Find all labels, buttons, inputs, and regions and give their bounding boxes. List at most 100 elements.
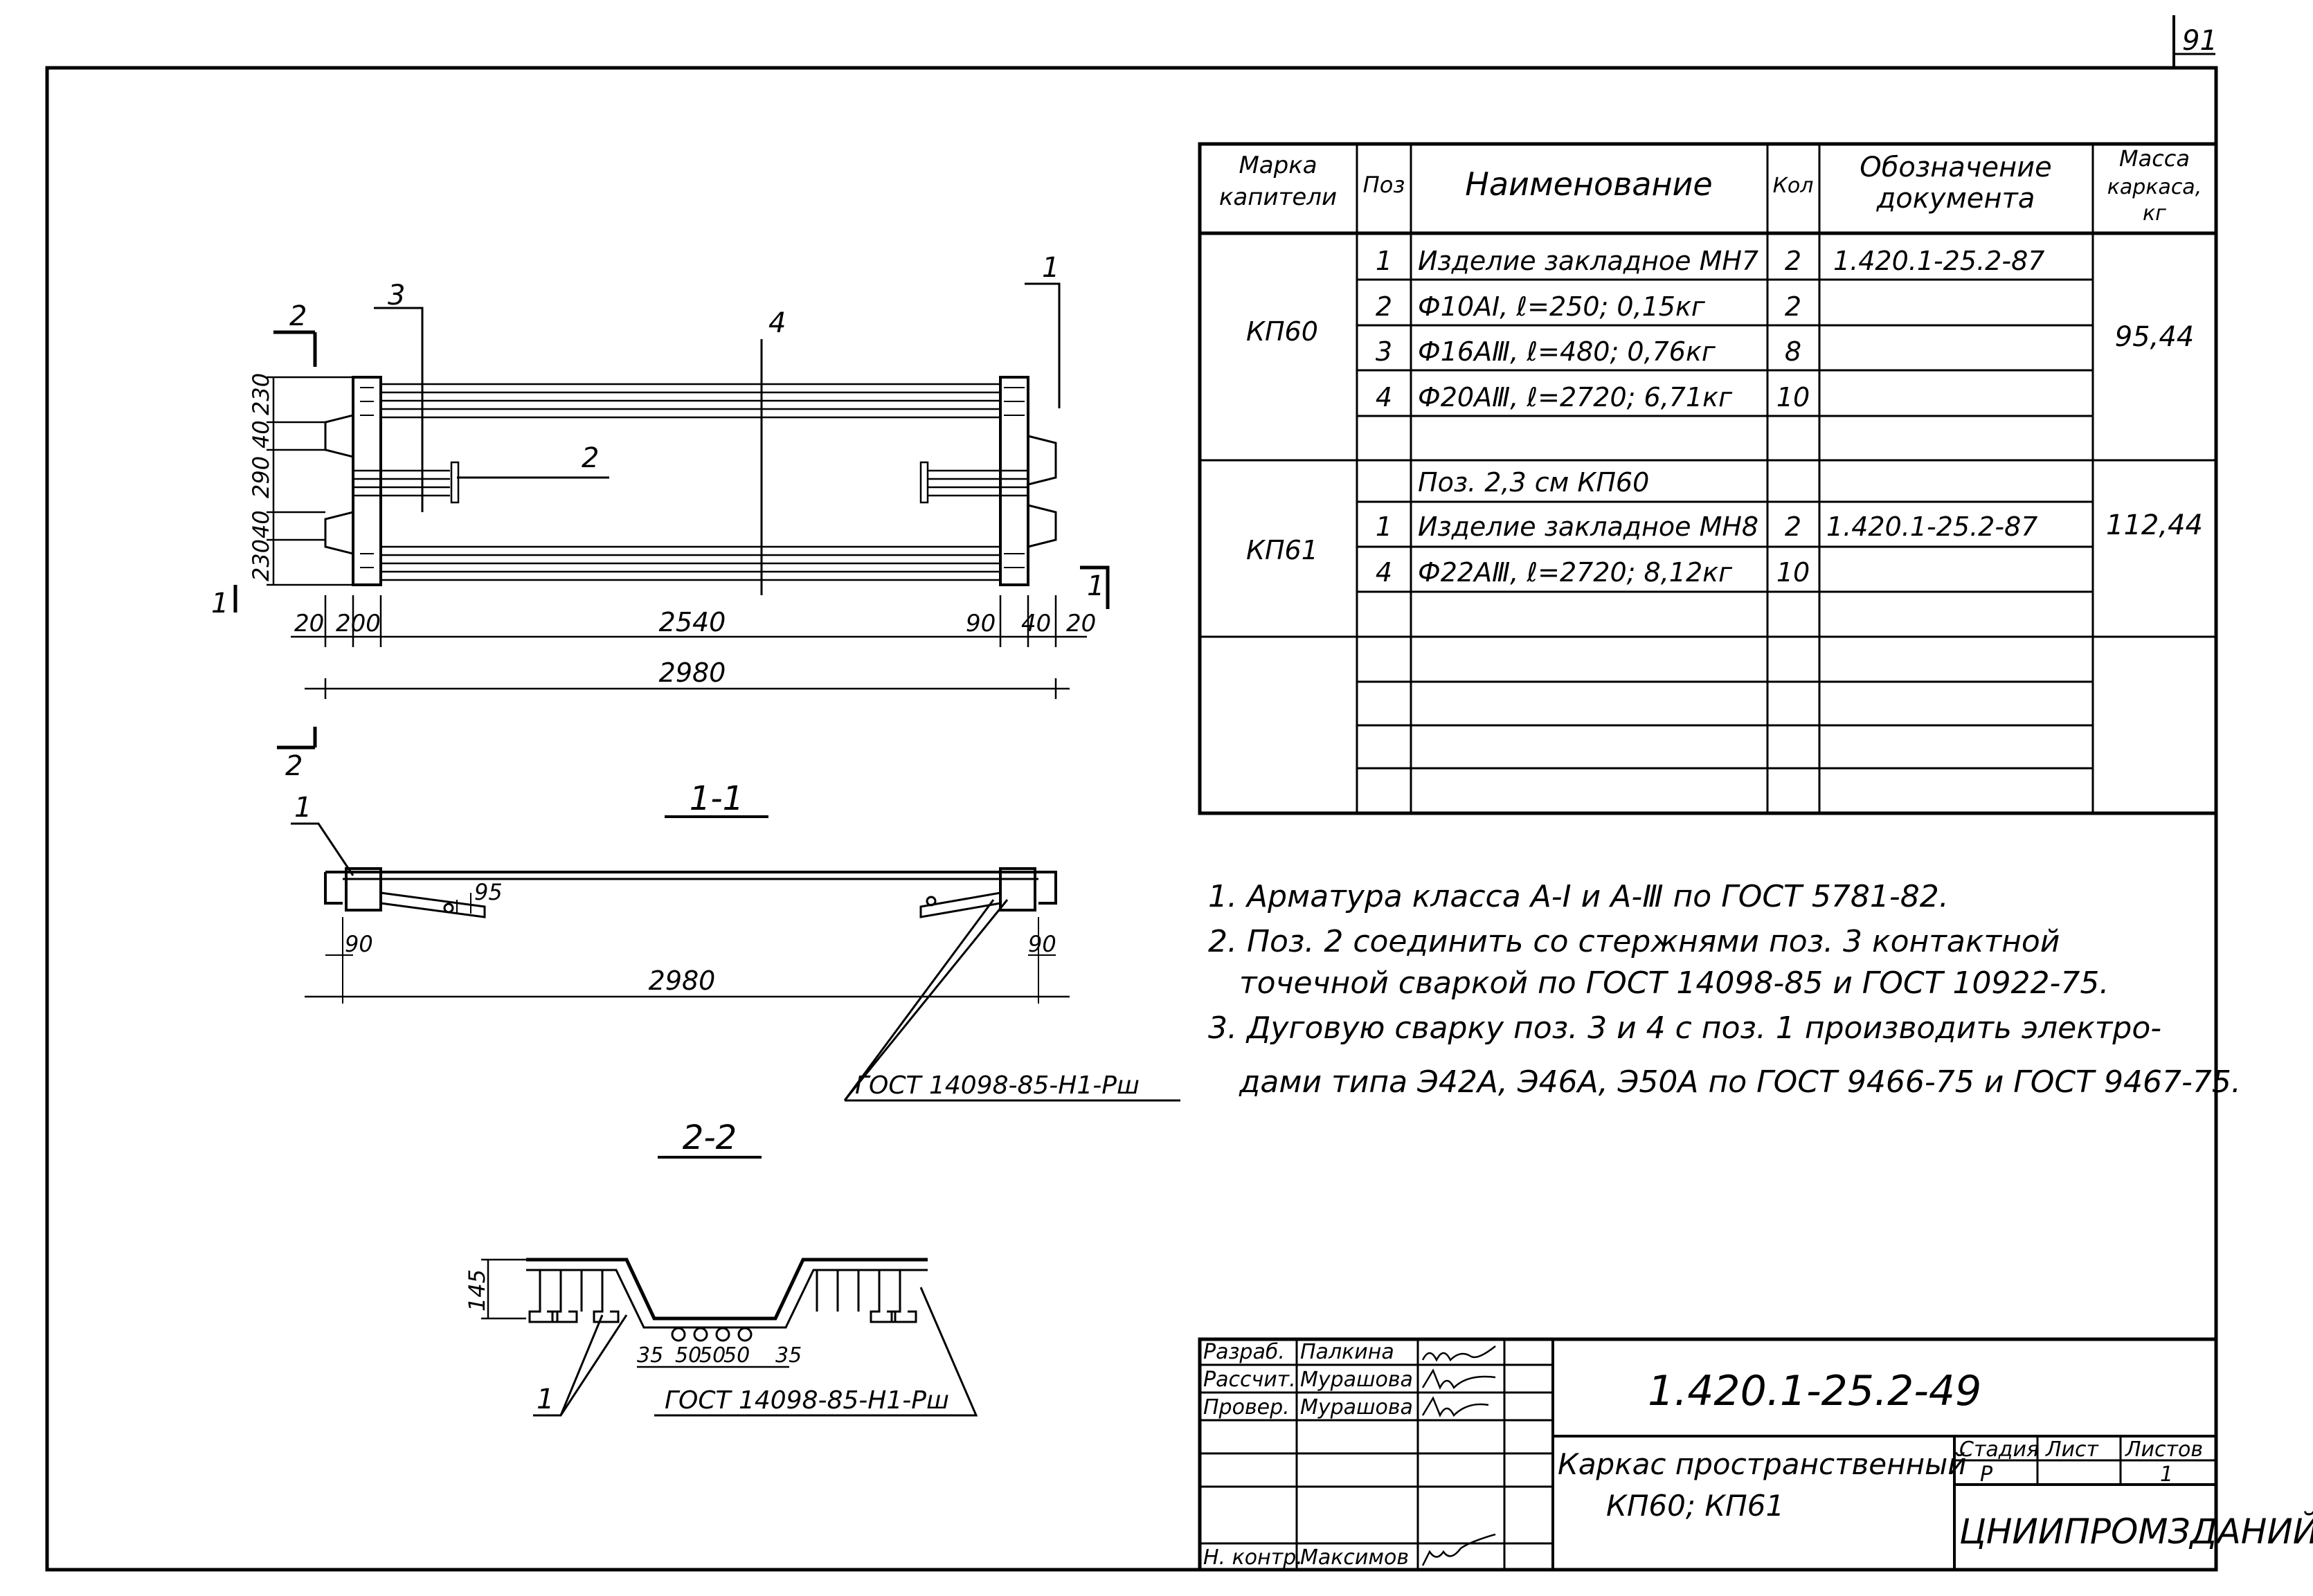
doc-number: 1.420.1-25.2-49 [1648,1367,1981,1415]
dim-90-right: 90 [1028,931,1056,957]
section-1-1-title: 1-1 [690,779,744,818]
section-2-bars-left [528,1270,620,1323]
group-mark-kp60: КП60 [1246,316,1318,347]
dim-95: 95 [474,879,503,905]
row-qty: 2 [1785,291,1801,322]
group-mass-kp60: 95,44 [2115,321,2195,353]
top-bar-bundle [381,383,1000,419]
row-qty: 10 [1776,382,1810,412]
group-mass-kp61: 112,44 [2106,509,2203,541]
plan-callouts [374,282,1061,595]
stage-label: Стадия [1959,1438,2039,1462]
callout-2: 2 [582,442,599,474]
row-pos: 4 [1376,382,1392,412]
dim-v40-a: 40 [248,420,274,448]
dim-35-left: 35 [637,1343,663,1368]
row-name: Ф10АⅠ, ℓ=250; 0,15кг [1418,291,1706,322]
row-name: Ф22АⅢ, ℓ=2720; 8,12кг [1418,557,1733,588]
section-1-label-left: 1 [211,588,228,619]
dim-50-c: 50 [723,1343,750,1368]
dim-40: 40 [1021,610,1051,637]
dim-2540: 2540 [659,607,726,637]
dim-v40-b: 40 [248,510,274,538]
tb-name-0: Палкина [1300,1340,1394,1364]
plan-vertical-dims [267,376,353,586]
dim-v230-bottom: 230 [248,539,274,581]
header-name: Наименование [1465,165,1712,203]
row-pos: 1 [1376,511,1392,542]
signature [1421,1368,1496,1390]
tb-role-1: Рассчит. [1203,1368,1296,1392]
header-doc-line1: Обозначение [1860,152,2052,183]
tb-role-0: Разраб. [1203,1340,1285,1364]
sheet-frame [45,66,2218,1572]
dim-v290: 290 [248,456,274,498]
note-3-cont: дами типа Э42А, Э46А, Э50А по ГОСТ 9466-… [1239,1064,2241,1100]
middle-short-bars-right [919,461,1028,504]
dim-20-left: 20 [294,610,324,637]
section-mark-2-bottom [277,727,317,750]
dim-90: 90 [966,610,996,637]
section-mark-2-top [273,330,317,367]
note-2: 2. Поз. 2 соединить со стержнями поз. 3 … [1208,924,2060,959]
dim-50-a: 50 [675,1343,701,1368]
row-name: Ф16АⅢ, ℓ=480; 0,76кг [1418,336,1716,367]
header-pos: Поз [1363,172,1405,198]
note-3: 3. Дуговую сварку поз. 3 и 4 с поз. 1 пр… [1208,1010,2161,1046]
signature [1421,1396,1489,1418]
section-mark-1-right [1080,565,1110,609]
section-2-2: 2-2 145 35 50 50 50 35 1 ГОСТ 1 [464,1118,978,1417]
header-doc-line2: документа [1876,183,2035,215]
row-pos: 2 [1376,291,1392,322]
dim-200: 200 [336,610,381,637]
section-2-weld: ГОСТ 14098-85-Н1-Рш [665,1386,949,1415]
row-name: Изделие закладное МН7 [1418,246,1758,276]
row-qty: 8 [1785,336,1801,367]
row-name: Поз. 2,3 см КП60 [1418,467,1649,498]
header-mark-line1: Марка [1239,152,1317,179]
section-1-1: 1-1 1 95 90 90 2980 ГОСТ 14098-85-Н1-Рш [291,779,1180,1102]
note-2-cont: точечной сваркой по ГОСТ 14098-85 и ГОСТ… [1239,965,2109,1001]
row-name: Изделие закладное МН8 [1418,511,1758,542]
header-mass-line1: Масса [2119,145,2190,172]
header-mass-line3: кг [2143,201,2166,226]
bottom-bar-bundle [381,545,1000,581]
row-name: Ф20АⅢ, ℓ=2720; 6,71кг [1418,382,1733,412]
embedded-plate-left [324,376,382,586]
tb-name-2: Мурашова [1300,1395,1413,1420]
section-1-label-right: 1 [1087,570,1104,602]
section-2-bottom-bars [671,1327,753,1342]
dim-90-left: 90 [345,931,373,957]
plan-view: 3 4 1 2 2 2 1 1 230 40 [211,252,1110,782]
title-line1: Каркас пространственный [1558,1447,1967,1481]
callout-3: 3 [388,280,405,311]
page-number: 91 [2182,25,2217,57]
spec-table [1198,142,2218,815]
dim-35-right: 35 [775,1343,802,1368]
row-pos: 3 [1376,336,1392,367]
row-doc: 1.420.1-25.2-87 [1826,511,2037,542]
title-line2: КП60; КП61 [1606,1489,1784,1523]
tb-role-5: Н. контр. [1203,1545,1303,1570]
section-2-bars-right [816,1270,917,1323]
plan-horizontal-dims [291,595,1087,699]
dim-20-right: 20 [1066,610,1096,637]
row-pos: 4 [1376,557,1392,588]
sheets-label: Листов [2125,1438,2203,1462]
row-qty: 2 [1785,511,1801,542]
dim-145: 145 [464,1269,490,1312]
dim-2980-plan: 2980 [659,658,726,688]
stage-value: Р [1980,1462,1993,1487]
callout-4: 4 [768,307,786,339]
dim-50-b: 50 [699,1343,726,1368]
sheet-label: Лист [2045,1438,2100,1462]
row-doc: 1.420.1-25.2-87 [1833,246,2044,276]
title-block [1198,1337,2218,1572]
embedded-plate-right [999,376,1057,586]
section-1-weld: ГОСТ 14098-85-Н1-Рш [855,1071,1140,1100]
dim-2980-section: 2980 [649,965,716,996]
signatures [1421,1345,1496,1566]
tb-name-5: Максимов [1300,1545,1409,1570]
callout-1: 1 [1042,252,1059,284]
